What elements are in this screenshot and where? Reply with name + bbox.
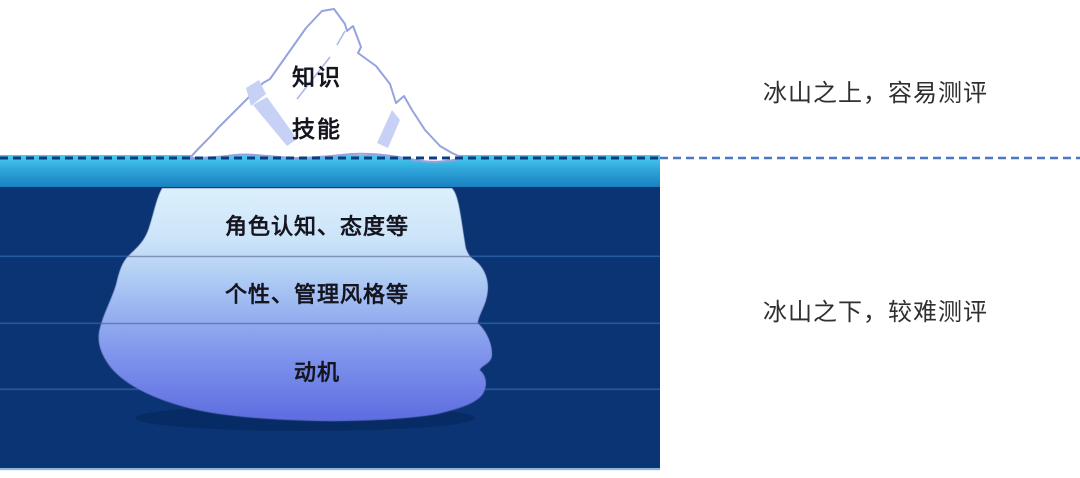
water-bottom-edge bbox=[0, 468, 660, 471]
label-knowledge: 知识 bbox=[292, 64, 342, 90]
iceberg-layer-separators bbox=[100, 255, 479, 325]
iceberg-tip-facets bbox=[246, 80, 400, 148]
iceberg-tip bbox=[189, 8, 464, 163]
iceberg-body-shape bbox=[97, 187, 493, 422]
iceberg-tip-creases bbox=[296, 30, 346, 100]
water-surface bbox=[0, 155, 660, 187]
label-layer-role-cognition: 角色认知、态度等 bbox=[224, 214, 409, 239]
annotation-below-iceberg: 冰山之下，较难测评 bbox=[763, 299, 988, 326]
label-layer-personality: 个性、管理风格等 bbox=[224, 282, 409, 307]
label-layer-motivation: 动机 bbox=[293, 360, 340, 385]
annotation-above-iceberg: 冰山之上，容易测评 bbox=[763, 80, 988, 107]
label-skills: 技能 bbox=[292, 116, 342, 142]
